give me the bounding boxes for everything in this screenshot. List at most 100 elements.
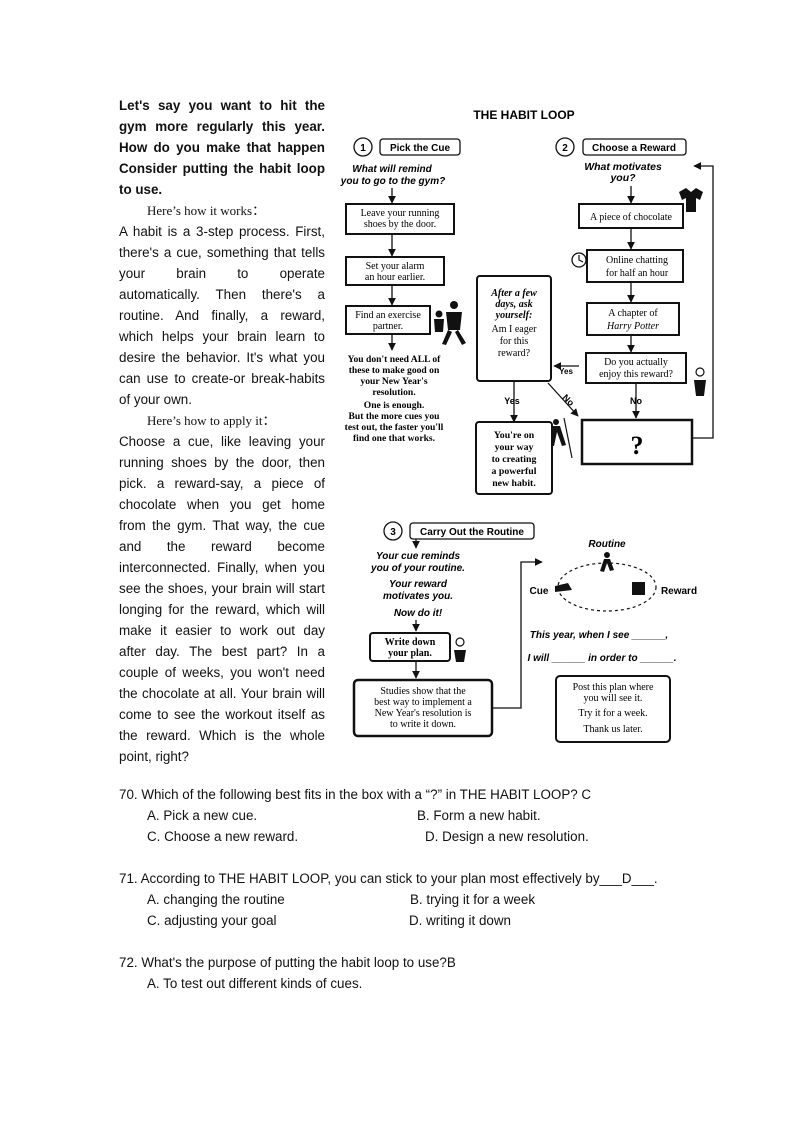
svg-text:for half an hour: for half an hour: [606, 268, 669, 279]
passage-intro: Let's say you want to hit the gym more r…: [119, 98, 325, 197]
svg-text:reward?: reward?: [498, 348, 531, 359]
svg-text:yourself:: yourself:: [495, 310, 533, 321]
svg-text:Pick the Cue: Pick the Cue: [390, 143, 450, 154]
option: C. adjusting your goal: [147, 913, 277, 928]
climber-illustration: [550, 417, 573, 459]
svg-text:A piece of chocolate: A piece of chocolate: [590, 212, 672, 223]
svg-text:test out, the faster you'll: test out, the faster you'll: [345, 422, 444, 433]
step2-badge: [555, 137, 575, 157]
svg-text:1: 1: [360, 143, 366, 154]
diagram-title: THE HABIT LOOP: [473, 108, 574, 122]
svg-text:partner.: partner.: [373, 321, 403, 332]
apply-body: Choose a cue, like leaving your running …: [119, 434, 325, 764]
shoe-icon: [555, 583, 572, 592]
questions: 70. Which of the following best fits in …: [119, 784, 679, 994]
svg-text:Am I eager: Am I eager: [492, 324, 538, 335]
question-72-stem: 72. What's the purpose of putting the ha…: [119, 955, 456, 970]
cue-note: You don't need ALL of these to make good…: [345, 354, 444, 444]
svg-text:Set your alarm: Set your alarm: [366, 261, 425, 272]
step1-question: What will remind: [352, 164, 432, 175]
svg-text:3: 3: [390, 527, 396, 538]
success-box: [475, 421, 553, 495]
svg-text:Carry Out the Routine: Carry Out the Routine: [420, 527, 524, 538]
svg-text:an hour earlier.: an hour earlier.: [365, 272, 425, 283]
svg-text:your plan.: your plan.: [388, 648, 432, 659]
habit-loop-svg: THE HABIT LOOP 1 Pick the Cue What will …: [340, 108, 714, 743]
svg-text:Try it for a week.: Try it for a week.: [578, 708, 647, 719]
svg-text:you will see it.: you will see it.: [584, 693, 643, 704]
svg-text:to creating: to creating: [492, 454, 537, 465]
option: A. Pick a new cue.: [147, 808, 258, 823]
option: D. Design a new resolution.: [425, 829, 589, 844]
svg-text:2: 2: [562, 143, 568, 154]
question-71-options-row-1: A. changing the routine B. trying it for…: [119, 889, 679, 910]
passage: Let's say you want to hit the gym more r…: [119, 95, 325, 767]
svg-text:Find an exercise: Find an exercise: [355, 310, 421, 321]
svg-text:to write it down.: to write it down.: [390, 719, 456, 730]
svg-text:But the more cues you: But the more cues you: [349, 411, 441, 422]
reward-box-2: [586, 249, 684, 283]
habit-loop-cycle: Routine Cue Reward: [530, 539, 697, 612]
option: A. To test out different kinds of cues.: [147, 976, 363, 991]
option: D. writing it down: [409, 913, 511, 928]
step3-header: 3 Carry Out the Routine: [383, 521, 535, 541]
svg-text:for this: for this: [500, 336, 529, 347]
plan-line-1: This year, when I see ______,: [530, 630, 668, 641]
svg-text:best way to implement a: best way to implement a: [374, 697, 472, 708]
svg-text:new habit.: new habit.: [492, 478, 536, 489]
no-label-diagonal: No: [561, 392, 577, 408]
option: B. Form a new habit.: [417, 808, 541, 823]
svg-text:Thank us later.: Thank us later.: [583, 724, 642, 735]
post-plan-box: [555, 675, 671, 743]
reader-illustration: [694, 367, 706, 396]
step3-label-box: [409, 522, 535, 540]
svg-text:You don't need ALL of: You don't need ALL of: [348, 354, 442, 365]
no-label: No: [630, 396, 642, 406]
svg-text:you of your routine.: you of your routine.: [370, 563, 465, 574]
svg-text:your way: your way: [495, 442, 534, 453]
svg-text:New Year's resolution is: New Year's resolution is: [375, 708, 472, 719]
option: B. trying it for a week: [410, 892, 536, 907]
svg-text:Now do it!: Now do it!: [394, 608, 443, 619]
reward-box-3: [586, 302, 680, 336]
step2-header: 2 Choose a Reward: [555, 137, 687, 157]
question-70-options-row-1: A. Pick a new cue. B. Form a new habit.: [119, 805, 679, 826]
svg-text:these to make good on: these to make good on: [349, 365, 440, 376]
apply-heading: Here’s how to apply it：: [147, 413, 276, 428]
svg-text:enjoy this reward?: enjoy this reward?: [599, 369, 673, 380]
svg-text:your New Year's: your New Year's: [360, 376, 427, 387]
mystery-mark: ?: [631, 431, 644, 460]
yes-label-lower: Yes: [504, 396, 520, 406]
works-body: A habit is a 3-step process. First, ther…: [119, 224, 325, 407]
svg-text:Leave your running: Leave your running: [361, 208, 440, 219]
cue-box-3: [345, 305, 431, 335]
svg-text:find one that works.: find one that works.: [353, 433, 435, 444]
loop-cue-label: Cue: [530, 586, 549, 597]
habit-loop-diagram: THE HABIT LOOP 1 Pick the Cue What will …: [336, 100, 726, 750]
plan-line-2: I will ______ in order to ______.: [528, 653, 677, 664]
question-72-options-row-1: A. To test out different kinds of cues.: [119, 973, 679, 994]
enjoy-reward-box: [585, 352, 687, 384]
write-plan-box: [369, 632, 451, 662]
step2-question-2: you?: [609, 172, 636, 184]
svg-text:Online chatting: Online chatting: [606, 255, 668, 266]
routine-text: Your cue reminds you of your routine. Yo…: [370, 551, 465, 619]
svg-text:One is enough.: One is enough.: [364, 400, 425, 411]
svg-text:Your cue reminds: Your cue reminds: [376, 551, 461, 562]
question-71-stem: 71. According to THE HABIT LOOP, you can…: [119, 871, 658, 886]
yes-label: Yes: [559, 367, 573, 376]
svg-text:Choose a Reward: Choose a Reward: [592, 143, 676, 154]
step2-question: What motivates: [584, 161, 662, 173]
mystery-box: [580, 418, 694, 466]
svg-text:Harry Potter: Harry Potter: [606, 321, 659, 332]
step1-label-box: [379, 138, 461, 156]
step1-header: 1 Pick the Cue: [353, 137, 461, 157]
step2-label-box: [582, 138, 687, 156]
svg-text:You're on: You're on: [494, 430, 535, 441]
svg-text:Post this plan where: Post this plan where: [573, 682, 654, 693]
tshirt-icon: [679, 188, 703, 212]
svg-text:After a few: After a few: [490, 288, 537, 299]
option: A. changing the routine: [147, 892, 285, 907]
loop-routine-label: Routine: [588, 539, 626, 550]
cue-box-1: [345, 203, 455, 235]
